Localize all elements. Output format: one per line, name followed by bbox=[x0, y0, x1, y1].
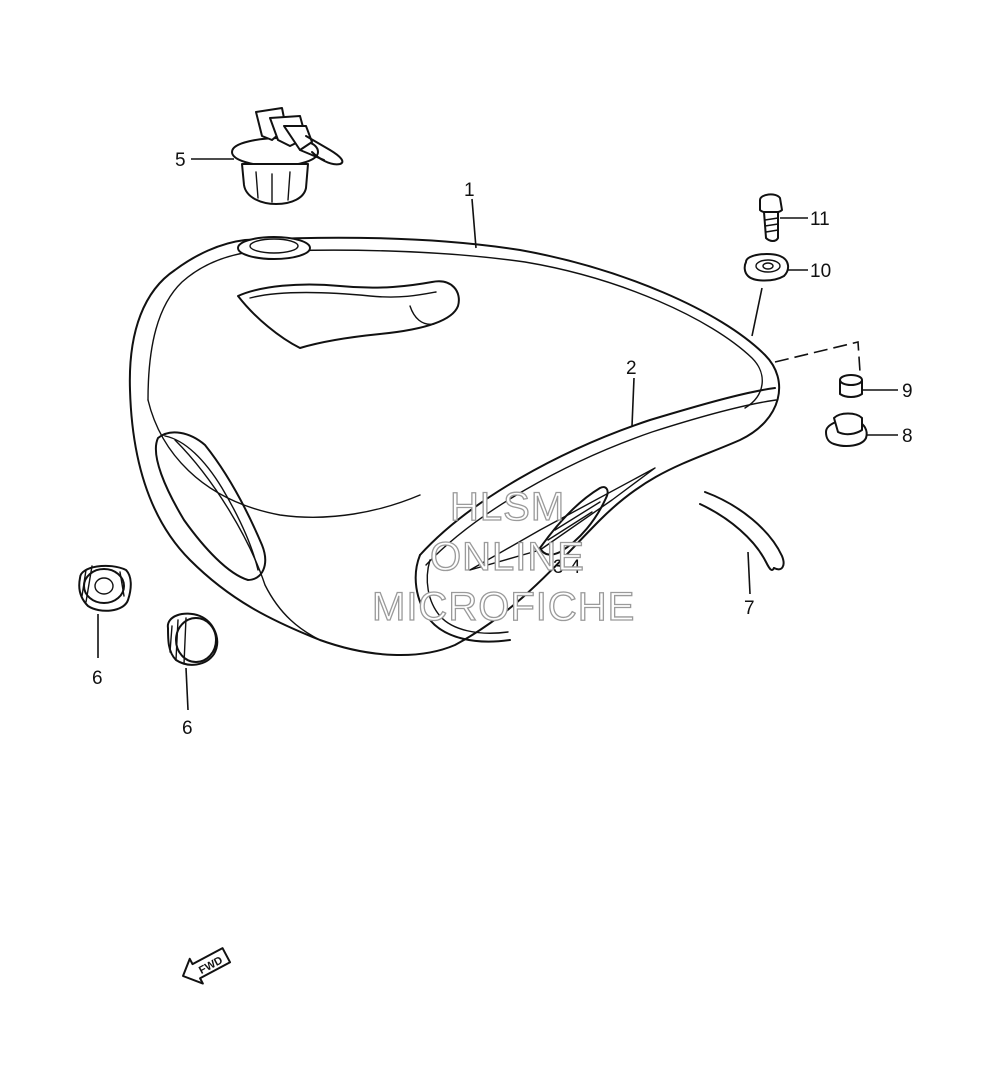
collar-9 bbox=[839, 374, 863, 398]
washer-10 bbox=[743, 253, 790, 282]
callout-10: 10 bbox=[810, 261, 831, 282]
callouts: 1 2 3-4 5 6 6 7 8 9 10 11 bbox=[92, 150, 913, 739]
cushion-8 bbox=[825, 412, 868, 447]
callout-11: 11 bbox=[810, 209, 830, 230]
forward-arrow-icon: FWD bbox=[182, 947, 232, 985]
watermark-line-1: HLSM bbox=[450, 485, 565, 529]
callout-6-left: 6 bbox=[92, 668, 103, 689]
callout-3-4: 3-4 bbox=[553, 557, 581, 578]
watermark-line-2: ONLINE bbox=[430, 535, 585, 579]
mount-guide-line-upper bbox=[751, 287, 763, 337]
tank-emblem bbox=[469, 467, 656, 571]
side-cap-left bbox=[78, 564, 132, 612]
bolt-11 bbox=[759, 193, 783, 242]
callout-2: 2 bbox=[626, 358, 637, 379]
leader-lines bbox=[97, 158, 898, 711]
fuel-cap-with-keys bbox=[231, 107, 344, 205]
callout-7: 7 bbox=[744, 598, 755, 619]
drain-hose bbox=[699, 491, 785, 571]
callout-9: 9 bbox=[902, 381, 913, 402]
watermark: HLSM ONLINE MICROFICHE bbox=[371, 484, 635, 629]
side-cap-right bbox=[166, 612, 219, 666]
watermark-line-3: MICROFICHE bbox=[372, 585, 635, 629]
callout-5: 5 bbox=[175, 150, 186, 171]
callout-6-right: 6 bbox=[182, 718, 193, 739]
fuel-tank bbox=[128, 236, 780, 656]
mount-guide-line bbox=[774, 340, 861, 373]
callout-8: 8 bbox=[902, 426, 913, 447]
callout-1: 1 bbox=[464, 180, 475, 201]
